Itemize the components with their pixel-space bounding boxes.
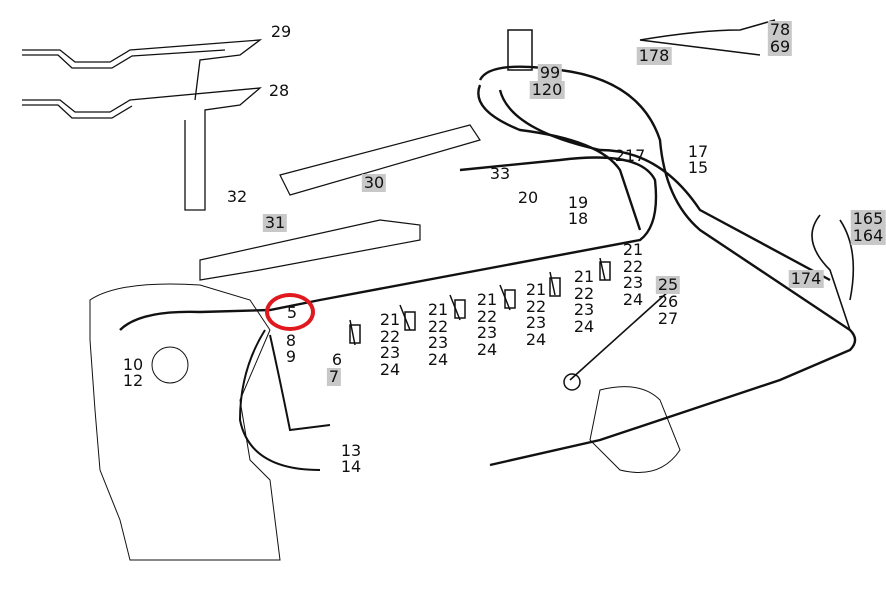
callout-78: 78 bbox=[767, 20, 793, 39]
callout-21-group-4: 21 bbox=[525, 280, 547, 299]
highlight-circle-5 bbox=[265, 293, 315, 331]
callout-24-group-1: 24 bbox=[379, 359, 401, 379]
callout-28: 28 bbox=[268, 81, 290, 100]
callout-6: 6 bbox=[331, 350, 343, 369]
callout-69: 69 bbox=[767, 37, 793, 56]
callout-8: 8 bbox=[285, 331, 297, 350]
callout-21-group-6: 21 bbox=[622, 240, 644, 259]
callout-9: 9 bbox=[285, 347, 297, 366]
callout-21-group-3: 21 bbox=[476, 290, 498, 309]
callout-5: 5 bbox=[286, 303, 298, 322]
callout-24-group-6: 24 bbox=[622, 289, 644, 309]
callout-22-group-2: 22 bbox=[427, 316, 449, 336]
injector-connectors bbox=[349, 257, 611, 346]
callout-14: 14 bbox=[340, 457, 362, 476]
callout-12: 12 bbox=[122, 371, 144, 390]
callout-19: 19 bbox=[567, 193, 589, 212]
callout-31: 31 bbox=[262, 213, 288, 232]
engine-block-outline bbox=[89, 283, 281, 561]
callout-22-group-3: 22 bbox=[476, 306, 498, 326]
callout-24-group-3: 24 bbox=[476, 339, 498, 359]
callout-30: 30 bbox=[361, 173, 387, 192]
callout-20: 20 bbox=[517, 188, 539, 207]
callout-27: 27 bbox=[657, 309, 679, 328]
bracket-28 bbox=[22, 87, 262, 211]
callout-15: 15 bbox=[687, 158, 709, 177]
part-31-rail bbox=[199, 219, 421, 281]
callout-29: 29 bbox=[270, 22, 292, 41]
callout-23-group-4: 23 bbox=[525, 313, 547, 332]
callout-22-group-1: 22 bbox=[379, 326, 401, 346]
callout-178: 178 bbox=[636, 46, 672, 65]
main-harness bbox=[119, 156, 658, 331]
callout-25: 25 bbox=[655, 275, 681, 294]
callout-10: 10 bbox=[122, 355, 144, 374]
harness-right bbox=[478, 65, 857, 467]
callout-17: 17 bbox=[687, 142, 709, 161]
callout-217: 217 bbox=[614, 146, 646, 165]
callout-18: 18 bbox=[567, 209, 589, 228]
callout-13: 13 bbox=[340, 441, 362, 460]
callout-164: 164 bbox=[850, 226, 886, 245]
callout-33: 33 bbox=[489, 164, 511, 183]
callout-7: 7 bbox=[326, 367, 342, 386]
callout-23-group-1: 23 bbox=[379, 343, 401, 362]
callout-24-group-2: 24 bbox=[427, 349, 449, 369]
callout-23-group-2: 23 bbox=[427, 333, 449, 352]
callout-24-group-5: 24 bbox=[573, 316, 595, 336]
callout-22-group-5: 22 bbox=[573, 283, 595, 303]
relay-99 bbox=[507, 29, 533, 71]
callout-24-group-4: 24 bbox=[525, 329, 547, 349]
callout-21-group-1: 21 bbox=[379, 310, 401, 329]
callout-21-group-5: 21 bbox=[573, 267, 595, 286]
callout-23-group-6: 23 bbox=[622, 273, 644, 292]
callout-22-group-4: 22 bbox=[525, 296, 547, 316]
callout-174: 174 bbox=[788, 269, 824, 288]
part-30 bbox=[279, 124, 481, 196]
bracket-29 bbox=[22, 39, 263, 101]
callout-23-group-3: 23 bbox=[476, 323, 498, 342]
callout-99: 99 bbox=[537, 63, 563, 82]
callout-23-group-5: 23 bbox=[573, 300, 595, 319]
callout-26: 26 bbox=[657, 292, 679, 311]
callout-120: 120 bbox=[529, 80, 565, 99]
throttle-body bbox=[589, 386, 681, 473]
callout-21-group-2: 21 bbox=[427, 300, 449, 319]
callout-165: 165 bbox=[850, 209, 886, 228]
callout-22-group-6: 22 bbox=[622, 256, 644, 276]
callout-32: 32 bbox=[226, 187, 248, 206]
